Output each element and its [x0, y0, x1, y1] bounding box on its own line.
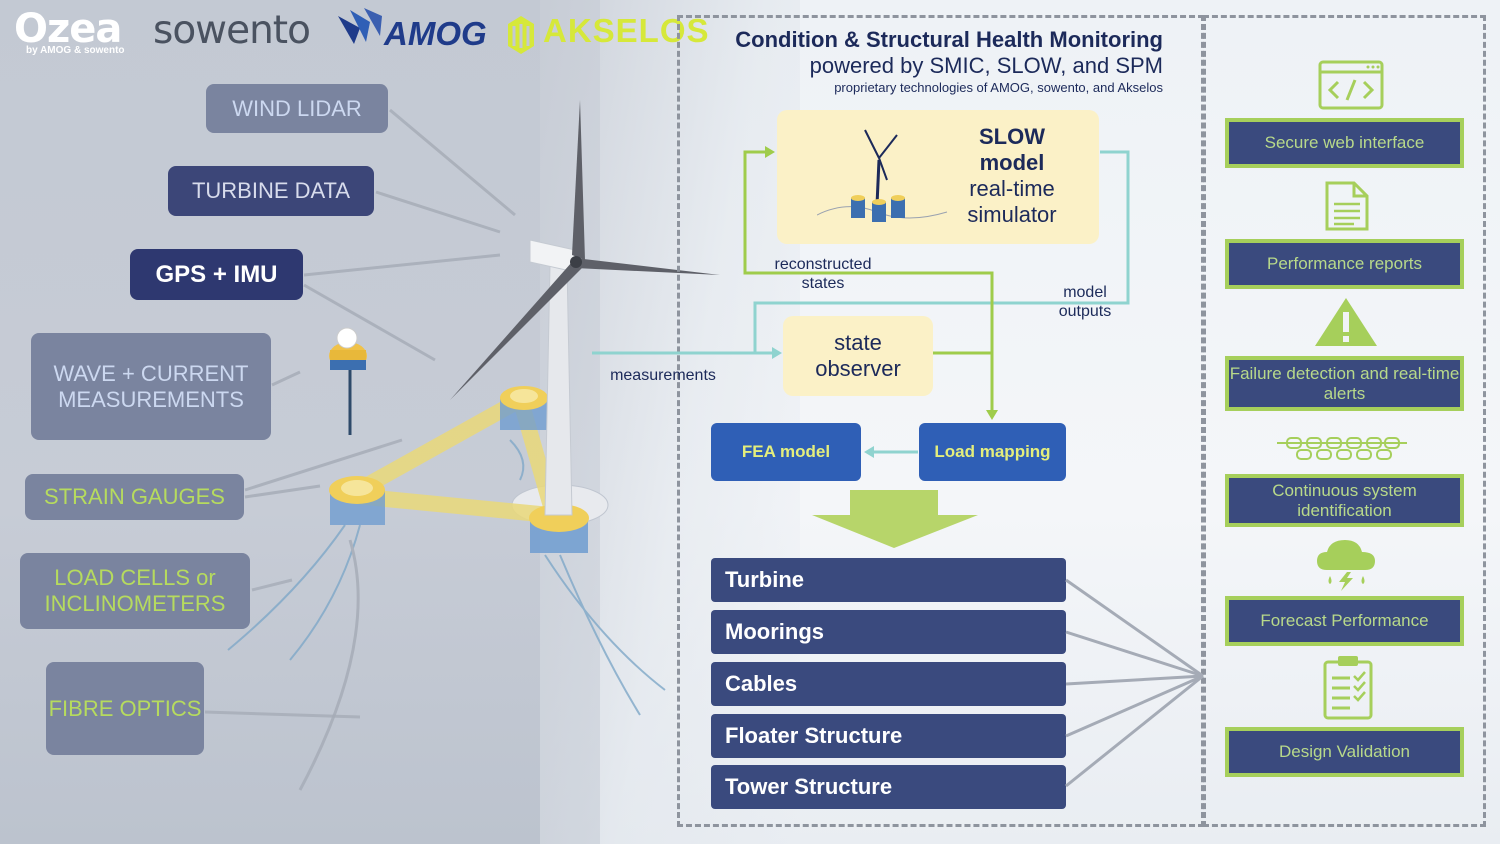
- akselos-logo: AKSELOS: [543, 12, 710, 49]
- ozea-logo-subtitle: by AMOG & sowento: [26, 45, 125, 56]
- floating-turbine-icon: [817, 129, 948, 222]
- observer-line2: observer: [815, 356, 901, 381]
- sensor-load-cells: LOAD CELLS or INCLINOMETERS: [20, 553, 250, 629]
- akselos-logo-mark: [508, 16, 534, 54]
- slow-simulator-label: simulator: [967, 202, 1057, 227]
- slow-model-label: model: [979, 150, 1045, 175]
- arrow-gps-imu: [303, 253, 501, 277]
- wave-buoy-icon: [329, 327, 367, 435]
- output-secure-web-interface: Secure web interface: [1225, 118, 1464, 168]
- reconstructed-states-label: reconstructed states: [774, 256, 872, 292]
- arrow-wave: [271, 370, 301, 387]
- load-mapping-box: Load mapping: [919, 423, 1066, 481]
- component-cables: Cables: [711, 662, 1066, 706]
- arrow-strain-2: [244, 438, 403, 492]
- arrow-fibre: [204, 710, 361, 719]
- page-title: Condition & Structural Health Monitoring: [735, 27, 1163, 52]
- component-floater-structure: Floater Structure: [711, 714, 1066, 758]
- floater-column-2: [500, 386, 548, 430]
- component-fanin-lines: [1065, 578, 1204, 788]
- sensor-fibre-optics: FIBRE OPTICS: [46, 662, 204, 755]
- turbine-illustration: [204, 100, 720, 791]
- clipboard-icon: [1323, 656, 1373, 720]
- component-moorings: Moorings: [711, 610, 1066, 654]
- output-performance-reports: Performance reports: [1225, 239, 1464, 289]
- floater-column-3: [529, 504, 589, 553]
- document-icon: [1325, 181, 1369, 231]
- storm-cloud-icon: [1317, 540, 1375, 591]
- arrow-turbine-data: [375, 190, 501, 234]
- sensor-strain-gauges: STRAIN GAUGES: [25, 474, 244, 520]
- slow-realtime-label: real-time: [969, 176, 1055, 201]
- component-tower-structure: Tower Structure: [711, 765, 1066, 809]
- floater-column-1: [329, 476, 385, 525]
- arrow-strain: [244, 484, 321, 499]
- state-observer-box: state observer: [783, 316, 933, 396]
- component-turbine: Turbine: [711, 558, 1066, 602]
- page-subsubtitle: proprietary technologies of AMOG, sowent…: [834, 80, 1163, 95]
- sensor-gps-imu: GPS + IMU: [130, 249, 303, 300]
- outputs-panel: [1203, 15, 1486, 827]
- slow-model-box: SLOW model real-time simulator: [777, 110, 1099, 244]
- ozea-logo: Ozea: [14, 6, 122, 52]
- arrow-load-cells: [251, 578, 293, 592]
- fea-model-box: FEA model: [711, 423, 861, 481]
- observer-line1: state: [834, 330, 882, 355]
- arrow-gps-imu-2: [303, 283, 436, 362]
- arrow-wind-lidar: [389, 108, 516, 217]
- output-failure-detection: Failure detection and real-time alerts: [1225, 356, 1464, 411]
- output-forecast-performance: Forecast Performance: [1225, 596, 1464, 646]
- slow-title: SLOW: [979, 124, 1045, 149]
- model-outputs-label: model outputs: [1058, 284, 1112, 320]
- measurements-label: measurements: [610, 367, 716, 384]
- output-continuous-system-identification: Continuous system identification: [1225, 474, 1464, 527]
- monitoring-panel: [677, 15, 1204, 827]
- sensor-turbine-data: TURBINE DATA: [168, 166, 374, 216]
- flow-lines: [592, 146, 1130, 548]
- sensor-wind-lidar: WIND LIDAR: [206, 84, 388, 133]
- amog-logo: AMOG: [384, 15, 487, 52]
- sowento-logo: sowento: [153, 8, 311, 53]
- code-window-icon: [1318, 60, 1384, 110]
- amog-logo-mark: [338, 8, 382, 44]
- page-subtitle: powered by SMIC, SLOW, and SPM: [809, 53, 1163, 78]
- warning-icon: [1315, 298, 1377, 346]
- output-design-validation: Design Validation: [1225, 727, 1464, 777]
- sensor-wave-current: WAVE + CURRENT MEASUREMENTS: [31, 333, 271, 440]
- chain-icon: [1277, 437, 1407, 460]
